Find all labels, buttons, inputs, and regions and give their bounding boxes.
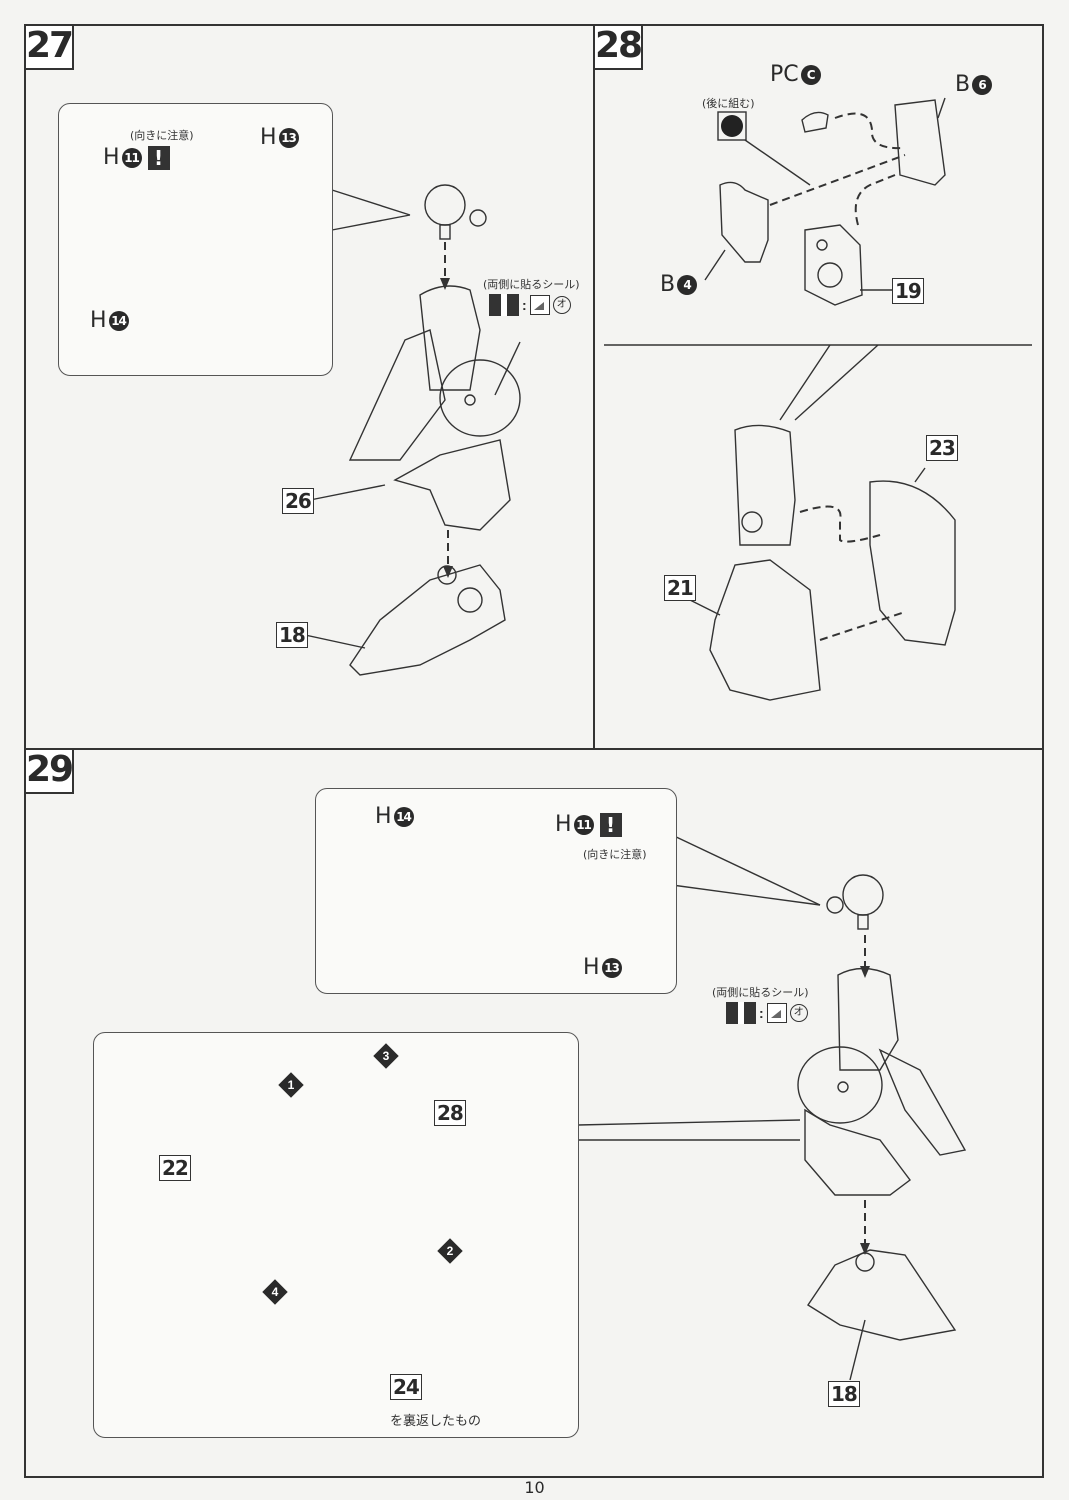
part-letter: H — [555, 812, 572, 837]
sticker-mark: オ — [789, 1004, 808, 1022]
sticker-indicator: :オ — [726, 1002, 808, 1024]
seal-note: (両側に貼るシール) — [483, 278, 580, 291]
sticker-peel-icon — [766, 1003, 787, 1023]
part-number-badge: 11 — [121, 148, 142, 168]
colon: : — [522, 297, 527, 313]
colon: : — [759, 1005, 764, 1021]
ref-part-22: 22 — [159, 1155, 191, 1181]
ref-part-21: 21 — [664, 575, 696, 601]
step-number-29: 29 — [24, 748, 74, 794]
sticker-indicator: :オ — [489, 294, 571, 316]
sticker-icon — [489, 294, 519, 316]
part-number-badge: 4 — [677, 275, 698, 295]
part-number-badge: 13 — [601, 958, 622, 978]
step-29-assembly-inset — [93, 1032, 579, 1438]
part-letter: H — [375, 804, 392, 829]
sticker-mark: オ — [552, 296, 571, 314]
part-number-badge: 13 — [278, 128, 299, 148]
part-number-badge: 14 — [393, 807, 414, 827]
step-29-panel — [24, 748, 1044, 1478]
later-assembly-icon — [721, 115, 743, 137]
part-letter: H — [260, 125, 277, 150]
caution-note: (向きに注意) — [583, 848, 647, 861]
part-number-badge: 11 — [573, 815, 594, 835]
order-number: 1 — [287, 1078, 295, 1092]
order-marker-2: 2 — [437, 1238, 463, 1264]
order-marker-3: 3 — [373, 1043, 399, 1069]
warning-icon: ! — [599, 813, 622, 837]
part-number-badge: 6 — [972, 75, 993, 95]
flip-note: を裏返したもの — [390, 1414, 482, 1429]
order-number: 2 — [446, 1244, 454, 1258]
part-letter: B — [955, 72, 971, 97]
order-number: 3 — [382, 1049, 390, 1063]
part-letter: H — [90, 308, 107, 333]
part-letter: H — [103, 145, 120, 170]
page-number: 10 — [524, 1478, 545, 1497]
ref-part-18: 18 — [276, 622, 308, 648]
step-29-detail-inset — [315, 788, 677, 994]
part-letter: H — [583, 955, 600, 980]
order-marker-4: 4 — [262, 1279, 288, 1305]
seal-note: (両側に貼るシール) — [712, 986, 809, 999]
step-27-detail-inset — [58, 103, 333, 376]
step-number-27: 27 — [24, 24, 74, 70]
ref-part-18: 18 — [828, 1381, 860, 1407]
ref-part-19: 19 — [892, 278, 924, 304]
part-number-badge: 14 — [108, 311, 129, 331]
part-number-badge: C — [800, 65, 821, 85]
caution-note: (向きに注意) — [130, 129, 194, 142]
sticker-peel-icon — [529, 295, 550, 315]
part-letter: B — [660, 272, 676, 297]
ref-part-26: 26 — [282, 488, 314, 514]
part-letter: PC — [770, 62, 799, 87]
order-marker-1: 1 — [278, 1072, 304, 1098]
assemble-later-note: (後に組む) — [702, 97, 755, 110]
warning-icon: ! — [147, 146, 170, 170]
sticker-icon — [726, 1002, 756, 1024]
ref-part-23: 23 — [926, 435, 958, 461]
order-number: 4 — [271, 1285, 279, 1299]
ref-part-28: 28 — [434, 1100, 466, 1126]
ref-part-24: 24 — [390, 1374, 422, 1400]
step-number-28: 28 — [593, 24, 643, 70]
